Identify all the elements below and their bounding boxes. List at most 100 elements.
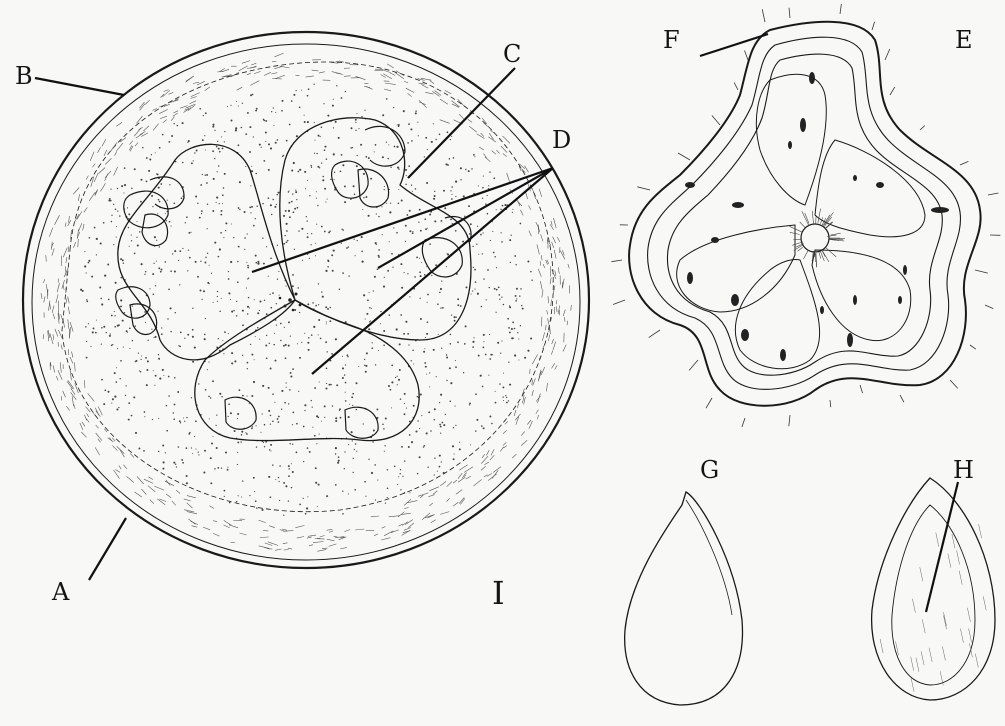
stipple-dot (100, 242, 102, 244)
stem-hair (840, 4, 841, 14)
stipple-dot (312, 302, 314, 304)
stipple-dot (390, 389, 392, 391)
stipple-dot (115, 209, 117, 211)
stipple-dot (206, 182, 208, 184)
stipple-dot (434, 195, 436, 197)
rind-hatch-stroke (563, 310, 565, 317)
stipple-dot (90, 346, 91, 347)
stipple-dot (137, 244, 139, 246)
stipple-dot (265, 120, 267, 122)
stipple-dot (179, 250, 181, 252)
stipple-dot (488, 185, 489, 186)
stipple-dot (265, 345, 267, 347)
rind-hatch-stroke (533, 378, 536, 385)
stipple-dot (159, 378, 161, 380)
stipple-dot (277, 418, 279, 420)
stipple-dot (468, 170, 470, 172)
stipple-dot (424, 274, 426, 276)
stipple-dot (497, 342, 499, 344)
rind-hatch-stroke (44, 296, 45, 302)
stipple-dot (375, 144, 377, 146)
seed-h-hatch-stroke (957, 551, 960, 565)
leader-d3 (312, 168, 553, 374)
stipple-dot (443, 424, 445, 426)
stipple-dot (173, 412, 174, 413)
rind-hatch-stroke (154, 486, 164, 490)
stipple-dot (317, 166, 319, 168)
stipple-dot (219, 311, 220, 312)
stipple-dot (304, 333, 305, 334)
stem-hair (830, 400, 831, 407)
rind-hatch-stroke (468, 119, 472, 122)
stipple-dot (219, 248, 221, 250)
center-hatch-stroke (800, 222, 805, 228)
stipple-dot (472, 290, 473, 291)
stem-hair (860, 385, 863, 393)
stipple-dot (447, 131, 449, 133)
stipple-dot (501, 297, 502, 298)
stipple-dot (404, 393, 406, 395)
stipple-dot (332, 105, 334, 107)
stipple-dot (302, 260, 303, 261)
stipple-dot (391, 365, 393, 367)
rind-hatch-stroke (98, 147, 101, 153)
stipple-dot (400, 263, 402, 265)
stipple-dot (289, 124, 291, 126)
stipple-dot (449, 158, 451, 160)
stipple-dot (411, 140, 413, 142)
stipple-dot (317, 506, 318, 507)
stipple-dot (198, 451, 199, 452)
stipple-dot (474, 269, 476, 271)
stipple-dot (123, 347, 124, 348)
fruit-rind-inner (32, 44, 580, 560)
fruit-cross-section (23, 32, 589, 568)
stipple-dot (292, 412, 294, 414)
stipple-dot (103, 403, 105, 405)
stipple-dot (269, 449, 271, 451)
stipple-dot (367, 299, 369, 301)
stipple-dot (325, 270, 327, 272)
stipple-dot (356, 451, 357, 452)
rind-hatch-stroke (96, 411, 101, 417)
stipple-dot (326, 367, 328, 369)
rind-hatch-stroke (445, 90, 452, 94)
stipple-dot (86, 341, 87, 342)
stipple-dot (485, 354, 487, 356)
rind-hatch-stroke (62, 280, 65, 289)
rind-hatch-stroke (105, 158, 111, 164)
stipple-dot (315, 467, 317, 469)
stipple-dot (273, 125, 274, 126)
stipple-dot (483, 278, 484, 279)
stipple-dot (411, 360, 412, 361)
stipple-dot (294, 309, 296, 311)
stipple-dot (239, 181, 241, 183)
seed-h-hatch-stroke (929, 648, 932, 662)
stipple-dot (325, 387, 327, 389)
stipple-dot (366, 352, 368, 354)
rind-hatch-stroke (404, 528, 411, 531)
stipple-dot (247, 112, 249, 114)
stipple-dot (274, 206, 276, 208)
stipple-dot (294, 208, 296, 210)
stipple-dot (218, 256, 220, 258)
stipple-dot (386, 98, 388, 100)
stipple-dot (478, 185, 479, 186)
stipple-dot (272, 393, 274, 395)
stipple-dot (182, 122, 184, 124)
stipple-dot (355, 130, 356, 131)
rind-hatch-stroke (307, 537, 312, 538)
stipple-dot (449, 367, 451, 369)
stipple-dot (305, 513, 307, 515)
stipple-dot (194, 152, 195, 153)
stipple-dot (222, 340, 223, 341)
stipple-dot (174, 377, 176, 379)
rind-hatch-stroke (50, 362, 51, 367)
stipple-dot (378, 216, 379, 217)
stipple-dot (438, 334, 439, 335)
rind-hatch-stroke (116, 122, 122, 126)
leader-b (35, 78, 124, 95)
rind-hatch-stroke (135, 143, 138, 147)
rind-hatch-stroke (440, 481, 446, 485)
rind-hatch-stroke (213, 521, 217, 522)
stipple-dot (450, 139, 451, 140)
